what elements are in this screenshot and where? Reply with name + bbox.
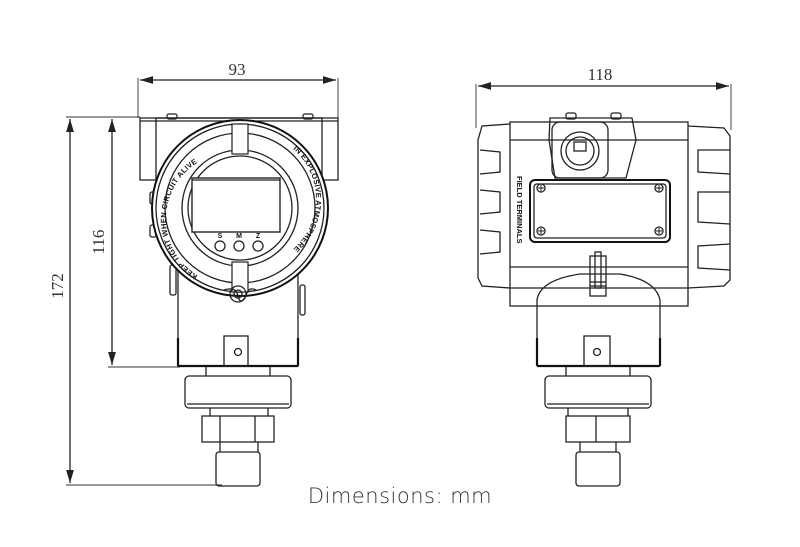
button-m-label: M [236, 233, 242, 240]
front-width-label: 93 [229, 60, 246, 79]
dimensions-caption: Dimensions: mm [307, 484, 493, 508]
side-width-label: 118 [588, 65, 613, 84]
button-z-label: Z [256, 233, 261, 240]
lcd-display [191, 177, 281, 233]
side-width-dimension: 118 [475, 65, 732, 130]
total-height-label: 172 [48, 273, 67, 299]
front-view-transmitter: KEEP TIGHT WHEN CIRCUIT ALIVE IN EXPLOSI… [139, 113, 339, 487]
field-terminals-label: FIELD TERMINALS [515, 176, 524, 244]
plate-screws [536, 183, 664, 236]
housing-height-label: 116 [89, 230, 108, 255]
button-s-label: S [218, 233, 223, 240]
front-width-dimension: 93 [137, 60, 339, 118]
front-height-dimensions: 116 172 [48, 116, 222, 486]
zero-span-buttons: S M Z [214, 233, 264, 252]
side-view-transmitter: FIELD TERMINALS [477, 112, 731, 487]
